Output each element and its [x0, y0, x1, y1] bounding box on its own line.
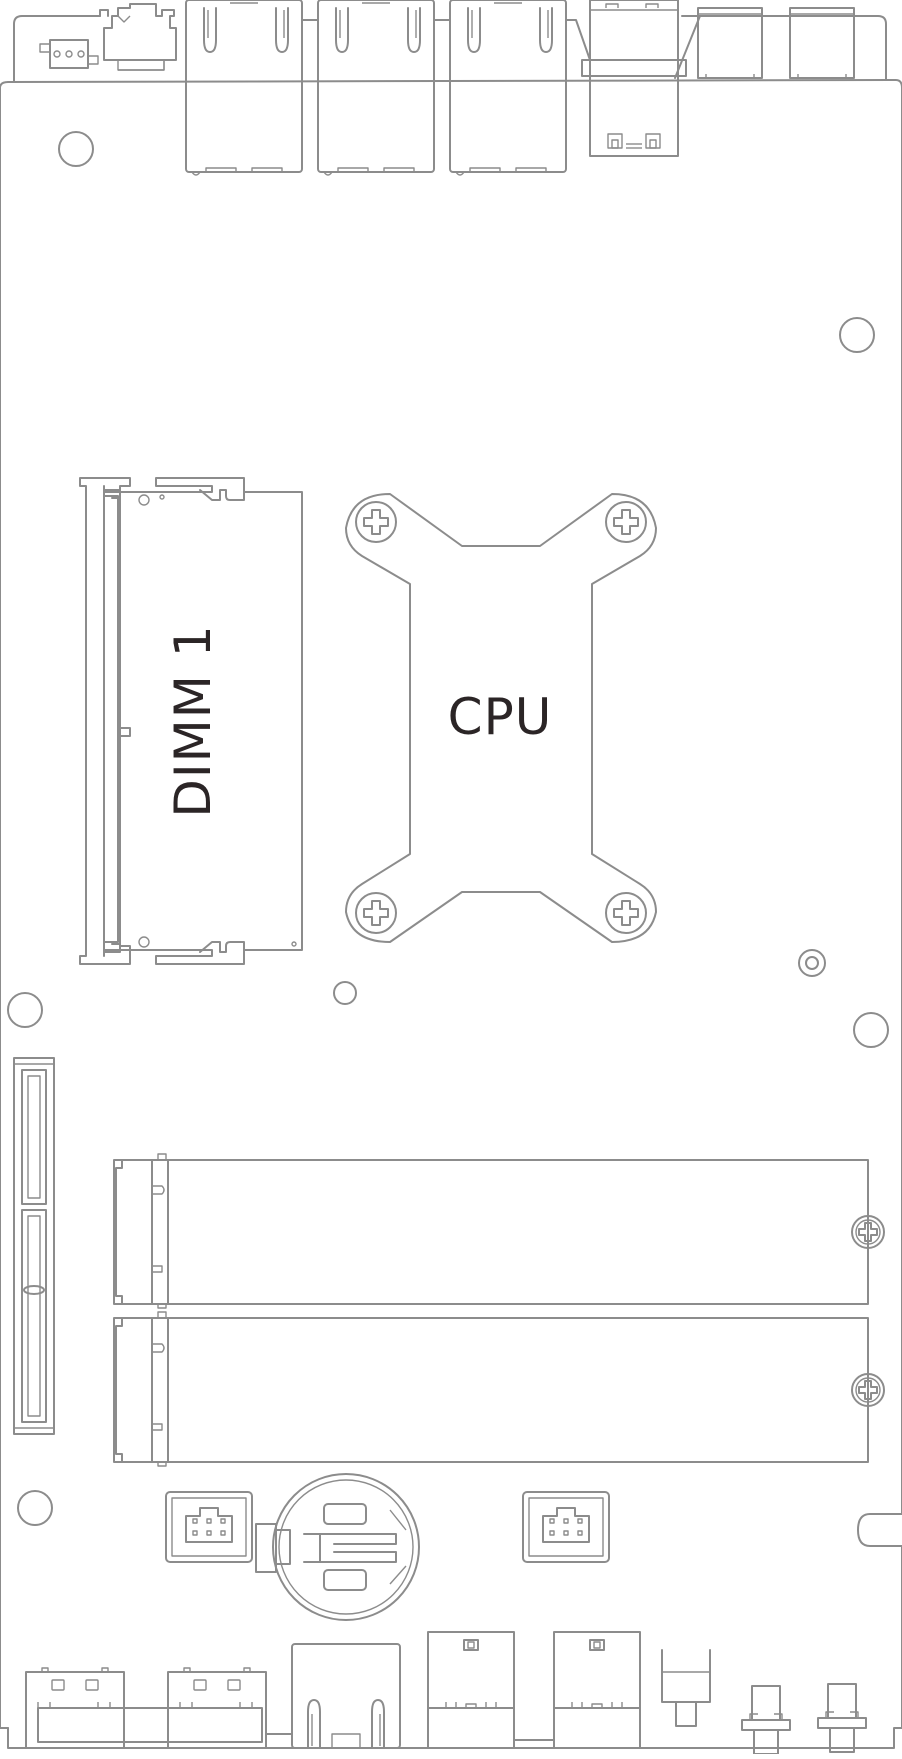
m2-slot-2	[113, 1311, 885, 1467]
power-connector	[39, 3, 177, 71]
fan-header-right	[522, 1491, 610, 1563]
fan-header-left	[165, 1491, 253, 1563]
usb-ports-bottom	[427, 1631, 641, 1749]
dimm-module	[243, 491, 303, 951]
bottom-ethernet-port	[265, 1643, 401, 1749]
dimm-label: DIMM 1	[164, 624, 222, 817]
cpu-label: CPU	[448, 688, 553, 746]
usb-ports-top	[697, 7, 855, 79]
vertical-connector-slot	[13, 1057, 55, 1435]
cpu-screws	[355, 501, 647, 934]
bottom-header-left	[25, 1667, 267, 1749]
cpu-bracket	[345, 493, 657, 943]
dimm-slot	[79, 477, 245, 965]
audio-jack	[661, 1649, 711, 1727]
m2-slot-1	[113, 1153, 885, 1309]
mounting-holes	[7, 131, 889, 1526]
cmos-battery	[255, 1473, 420, 1621]
display-port	[581, 0, 687, 157]
ethernet-ports	[185, 0, 591, 176]
bottom-buttons	[741, 1683, 867, 1755]
board-outline	[0, 15, 902, 1749]
